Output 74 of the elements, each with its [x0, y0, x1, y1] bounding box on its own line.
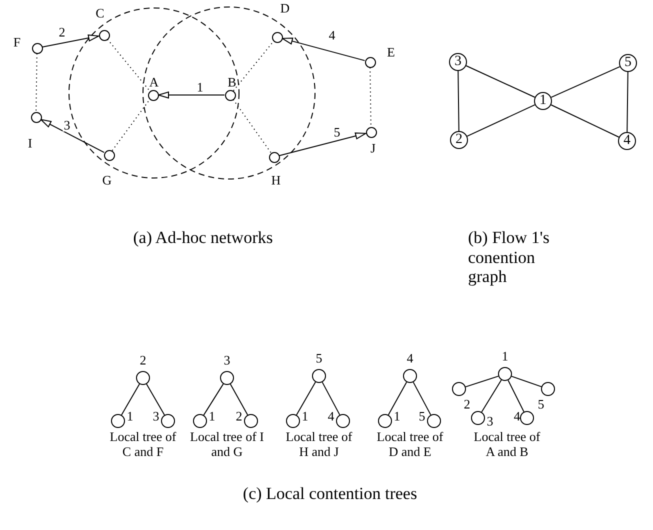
node-label: 5	[538, 398, 544, 410]
node-label: 5	[316, 352, 322, 364]
node-circle: 2	[450, 131, 468, 149]
node-label: 3	[486, 414, 494, 428]
connector-line	[230, 384, 248, 416]
node-label: 1	[394, 410, 400, 422]
connector-line	[322, 382, 340, 416]
caption: (c) Local contention trees	[242, 484, 418, 504]
connector-line	[203, 383, 224, 416]
connector-line	[458, 70, 460, 132]
edge-label: 3	[62, 118, 72, 132]
tree-caption: Local tree of C and F	[108, 430, 178, 460]
arrow	[158, 92, 225, 98]
tree-caption: Local tree of D and E	[376, 430, 444, 460]
connector-line	[146, 384, 165, 416]
node-label: F	[13, 36, 21, 48]
arrow	[40, 119, 105, 153]
node-label: H	[271, 174, 281, 186]
tree-caption: Local tree of I and G	[189, 430, 265, 460]
node-label: G	[102, 174, 112, 186]
node-label: 2	[236, 410, 242, 422]
node-label: 4	[406, 352, 414, 364]
node-label: 1	[126, 410, 134, 422]
caption: (a) Ad-hoc networks	[132, 228, 274, 248]
connector-line	[121, 384, 140, 416]
connector-line	[550, 104, 620, 138]
node-circle: 3	[449, 53, 467, 71]
dotted-line	[112, 98, 150, 152]
node-circle: 1	[534, 92, 552, 110]
node-label: E	[387, 46, 395, 58]
connector-line	[481, 379, 502, 413]
node-label: 2	[140, 354, 146, 366]
connector-line	[550, 66, 620, 98]
arrow	[282, 38, 366, 62]
node-label: 5	[418, 410, 426, 422]
node-label: 1	[502, 350, 508, 362]
connector-line	[466, 104, 536, 137]
connector-line	[388, 382, 408, 416]
tree-caption: Local tree of A and B	[472, 430, 542, 460]
connector-line	[626, 72, 628, 132]
node-label: 1	[208, 410, 216, 422]
edge-label: 4	[328, 28, 336, 42]
node-label: D	[280, 2, 290, 14]
connector-line	[465, 376, 499, 388]
tree-caption: Local tree of H and J	[284, 430, 354, 460]
dotted-line	[232, 40, 274, 92]
dotted-line	[232, 98, 272, 154]
node-label: 3	[224, 354, 230, 366]
node-label: A	[149, 76, 159, 88]
connector-line	[296, 382, 316, 416]
node-label: I	[28, 136, 32, 150]
dotted-line	[36, 53, 38, 112]
connector-line	[511, 376, 542, 388]
edge-label: 1	[196, 80, 204, 94]
arrow	[278, 132, 366, 156]
dotted-line	[106, 38, 150, 92]
node-label: 2	[464, 398, 470, 410]
node-label: C	[96, 6, 104, 20]
node-label: 4	[328, 410, 334, 422]
node-label: B	[228, 76, 236, 88]
node-label: 4	[514, 410, 520, 422]
arrow	[42, 34, 100, 48]
edge-label: 2	[58, 26, 66, 38]
node-circle: 4	[618, 132, 636, 150]
connector-line	[508, 380, 524, 412]
connector-line	[466, 65, 536, 98]
node-circle: 5	[619, 54, 637, 72]
node-label: 1	[302, 410, 308, 422]
edge-label: 5	[332, 126, 342, 138]
node-label: J	[370, 142, 376, 154]
node-label: 3	[152, 410, 160, 422]
caption: (b) Flow 1's conention graph	[468, 228, 550, 287]
dotted-line	[370, 67, 372, 127]
connector-line	[412, 382, 432, 416]
